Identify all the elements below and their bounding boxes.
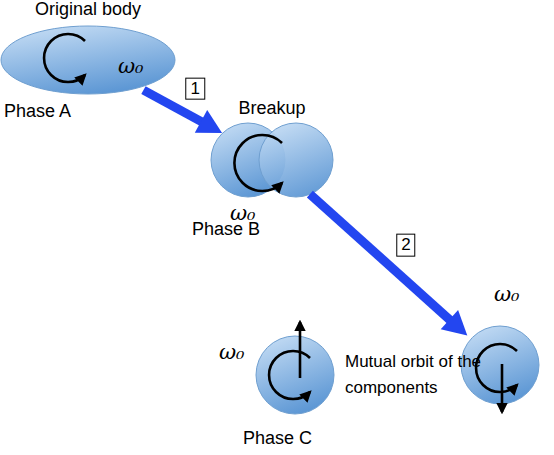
phase-label: Phase A	[4, 102, 71, 122]
angular-velocity-label: ω₀	[118, 55, 144, 78]
phase-label: Phase B	[192, 220, 260, 240]
phase-transition-arrow	[307, 191, 467, 336]
body-shape	[210, 122, 334, 198]
body-shape	[0, 25, 176, 95]
phase-label: Original body	[0, 0, 176, 20]
phase-label: Breakup	[210, 99, 334, 119]
annotation-text: Mutual orbit of the components	[345, 349, 485, 400]
body-node: Original bodyω₀Phase A	[0, 25, 176, 95]
step-number: 1	[185, 77, 204, 100]
phase-label: Phase C	[243, 429, 312, 449]
angular-velocity-label: ω₀	[219, 341, 245, 364]
angular-velocity-label: ω₀	[494, 283, 520, 306]
body-node: ω₀Phase C	[255, 335, 335, 415]
body-shape	[255, 335, 335, 415]
step-number: 2	[396, 234, 415, 257]
body-node: Breakupω₀Phase B	[210, 122, 334, 198]
phase-transition-arrow	[141, 86, 222, 133]
